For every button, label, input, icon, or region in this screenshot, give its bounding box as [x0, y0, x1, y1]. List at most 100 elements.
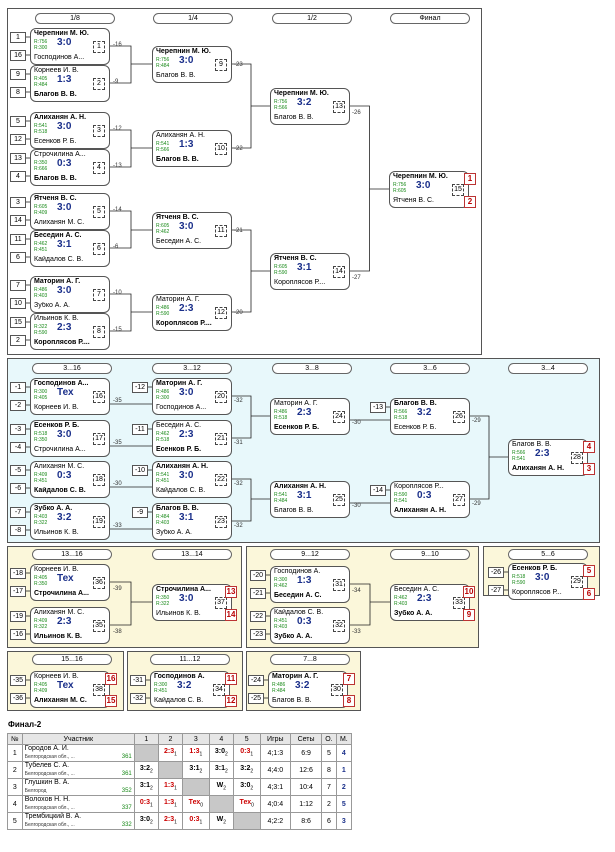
- player-1-name: Коропляcов Р...: [394, 483, 444, 490]
- player-2-rating: R:590: [34, 330, 48, 336]
- player-2-rating: R:541: [394, 498, 408, 504]
- match-number: 17: [93, 433, 105, 445]
- player-1-name: Черепнин М. Ю.: [156, 48, 211, 55]
- loser-destination: -29: [472, 501, 481, 507]
- cell-points: 2: [150, 768, 153, 775]
- player-1-name: Беседин А. С.: [156, 422, 202, 429]
- seed-box: -24: [248, 675, 264, 686]
- final2-score-cell: 1:31: [157, 778, 184, 796]
- player-1-rating: R:541: [156, 472, 170, 478]
- match-score: 3:0: [57, 285, 72, 296]
- player-1-name: Алиханян М. С.: [34, 609, 85, 616]
- cell-points: 0: [200, 802, 204, 809]
- player-1-name: Алиханян А. Н.: [156, 463, 209, 470]
- match-number: 31: [333, 579, 345, 591]
- cell-score: 2:3: [164, 816, 175, 824]
- player-1-rating: R:462: [34, 241, 48, 247]
- participant-name: Трембицкий В. А.: [24, 813, 82, 820]
- player-1-name: Ятченя В. С.: [156, 214, 199, 221]
- match-number: 11: [215, 225, 227, 237]
- final2-score-cell: 3:22: [232, 761, 261, 779]
- match-number: 23: [215, 516, 227, 528]
- player-2-rating: R:590: [512, 580, 526, 586]
- round-header: 1/4: [153, 13, 233, 24]
- seed-box: 5: [10, 116, 26, 127]
- player-1-name: Ильинов К. В.: [34, 315, 79, 322]
- player-2-name: Беседин А. С.: [156, 238, 202, 245]
- player-1-rating: R:486: [34, 287, 48, 293]
- player-1-name: Корнеев И. В.: [34, 673, 79, 680]
- cell-points: 1: [174, 751, 177, 758]
- seed-box: 11: [10, 234, 26, 245]
- player-2-rating: R:350: [34, 581, 48, 587]
- cell-score: W: [216, 782, 224, 790]
- final2-diagonal-cell: [208, 795, 234, 813]
- final2-points: 2: [321, 795, 337, 813]
- seed-box: -11: [132, 424, 148, 435]
- final2-score-cell: 3:02: [208, 744, 234, 762]
- final2-diagonal-cell: [232, 812, 261, 830]
- round-header: 3...12: [152, 363, 232, 374]
- final2-games: 4;0:4: [259, 795, 292, 813]
- match-score: 0:3: [417, 490, 432, 501]
- player-1-rating: R:484: [156, 514, 170, 520]
- round-header: 11...12: [150, 654, 230, 665]
- match-number: 25: [333, 494, 345, 506]
- player-2-rating: R:350: [34, 437, 48, 443]
- player-2-rating: R:566: [156, 147, 170, 153]
- seed-box: 9: [10, 69, 26, 80]
- cell-score: 1:3: [189, 748, 200, 756]
- final2-score-cell: 0:31: [232, 744, 261, 762]
- player-2-name: Корнеев И. В.: [34, 404, 79, 411]
- match-number: 8: [93, 326, 105, 338]
- loser-destination: -16: [113, 42, 122, 48]
- player-2-rating: R:451: [154, 688, 168, 694]
- player-1-rating: R:405: [34, 76, 48, 82]
- final-place: 8: [343, 695, 355, 707]
- match-number: 36: [93, 577, 105, 589]
- seed-box: 4: [10, 171, 26, 182]
- match-number: 35: [93, 620, 105, 632]
- player-2-name: Ильинов К. В.: [34, 633, 82, 640]
